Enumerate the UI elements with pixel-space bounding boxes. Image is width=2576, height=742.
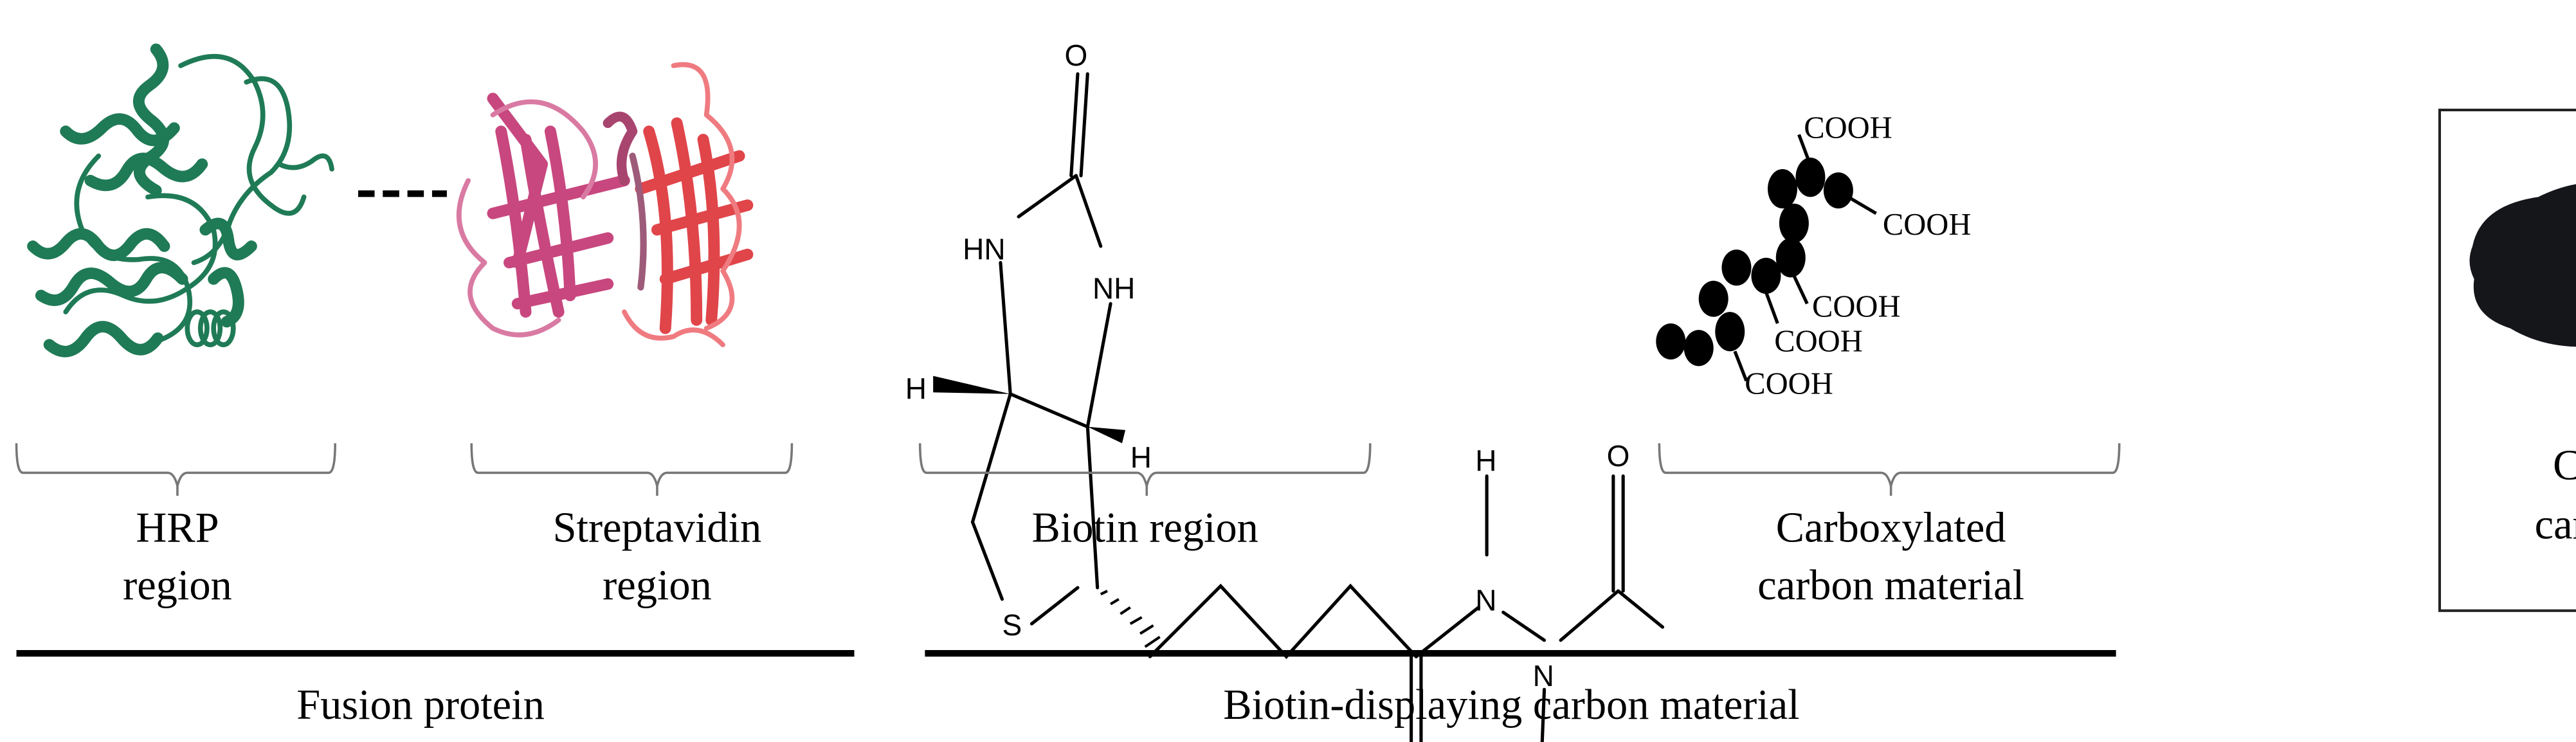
atom-n1: N — [1475, 584, 1496, 617]
hashed-bond — [1100, 590, 1161, 648]
carboxyl-labels: COOH COOH COOH COOH COOH — [1745, 111, 1971, 401]
carbon-powder-inset: Carboxylated carbon material — [2438, 109, 2576, 612]
region-brackets — [15, 443, 2121, 496]
cooh-label: COOH — [1774, 324, 1863, 358]
inset-label-line2: carbon material — [2535, 501, 2576, 548]
atom-h-right: H — [1130, 441, 1152, 475]
atom-o-acyl: O — [1607, 439, 1630, 473]
atom-o-carbonyl: O — [1065, 39, 1088, 72]
carboxylated-label-line2: carbon material — [1757, 562, 2024, 609]
atom-h-top: H — [1475, 444, 1496, 478]
cooh-label: COOH — [1804, 111, 1892, 145]
inset-label-line1: Carboxylated — [2553, 442, 2576, 489]
biotin-label: Biotin region — [1032, 505, 1258, 552]
streptavidin-protein-structure — [456, 62, 754, 347]
atom-s: S — [1002, 608, 1022, 642]
carboxylated-label-line1: Carboxylated — [1776, 505, 2006, 552]
atom-n2: N — [1533, 659, 1554, 692]
cooh-label: COOH — [1812, 290, 1901, 324]
group-labels: Fusion protein Biotin-displaying carbon … — [296, 682, 1799, 728]
biotin-displaying-label: Biotin-displaying carbon material — [1223, 682, 1799, 728]
hrp-bracket — [15, 443, 336, 487]
carboxylated-bracket — [1658, 443, 2121, 487]
atom-h-left: H — [905, 372, 927, 405]
hrp-label-line1: HRP — [136, 505, 219, 552]
cooh-label: COOH — [1883, 208, 1972, 242]
hrp-label-line2: region — [123, 562, 232, 609]
biotin-hydrazide-structure — [970, 72, 1665, 742]
fusion-protein-label: Fusion protein — [296, 682, 545, 728]
cooh-label: COOH — [1745, 367, 1833, 401]
streptavidin-bracket — [470, 443, 794, 487]
carbon-powder-image — [2469, 184, 2576, 347]
carbon-beads — [1656, 158, 1853, 366]
streptavidin-label-line2: region — [603, 562, 712, 609]
atom-nh: NH — [1093, 272, 1135, 305]
streptavidin-label-line1: Streptavidin — [553, 505, 762, 552]
hrp-protein-structure — [27, 43, 334, 357]
carboxyl-bonds — [1733, 134, 1877, 382]
atom-hn: HN — [963, 232, 1005, 266]
region-labels: HRP region Streptavidin region Biotin re… — [123, 505, 2024, 609]
atom-labels: O HN NH H H S O H N N H O — [905, 39, 1630, 692]
